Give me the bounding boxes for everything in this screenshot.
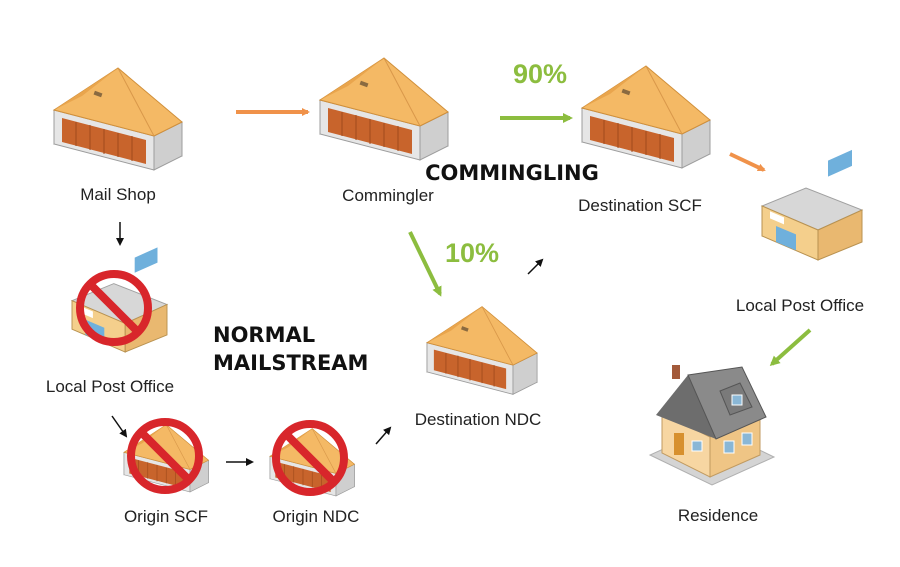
label-origin-ndc: Origin NDC — [273, 507, 360, 526]
heading-normal: NORMAL — [213, 323, 315, 347]
arrow-ndc-to-scf — [527, 258, 544, 275]
commingler-building-icon — [319, 57, 449, 161]
destination-ndc-building-icon — [426, 306, 538, 395]
arrow-postoffice-to-residence — [769, 328, 812, 367]
heading-mailstream: MAILSTREAM — [213, 351, 368, 375]
percent-90: 90% — [513, 59, 567, 89]
mail-shop-building-icon — [53, 67, 183, 171]
arrow-scf-to-postoffice — [729, 152, 766, 172]
label-destination-scf: Destination SCF — [578, 196, 702, 215]
label-commingler: Commingler — [342, 186, 434, 205]
percent-10: 10% — [445, 238, 499, 268]
arrow-postoffice-to-origin-scf — [111, 415, 128, 438]
label-local-post-office-right: Local Post Office — [736, 296, 864, 315]
destination-scf-building-icon — [581, 65, 711, 169]
local-post-office-right-icon — [761, 149, 863, 261]
label-residence: Residence — [678, 506, 758, 525]
label-destination-ndc: Destination NDC — [415, 410, 542, 429]
local-post-office-left-icon — [71, 246, 168, 353]
residence-house-icon — [649, 364, 775, 486]
label-local-post-office-left: Local Post Office — [46, 377, 174, 396]
label-origin-scf: Origin SCF — [124, 507, 208, 526]
arrow-commingler-to-ndc — [408, 231, 442, 297]
heading-commingling: COMMINGLING — [425, 161, 599, 185]
label-mail-shop: Mail Shop — [80, 185, 156, 204]
arrow-origin-ndc-to-dest-ndc — [375, 426, 392, 445]
